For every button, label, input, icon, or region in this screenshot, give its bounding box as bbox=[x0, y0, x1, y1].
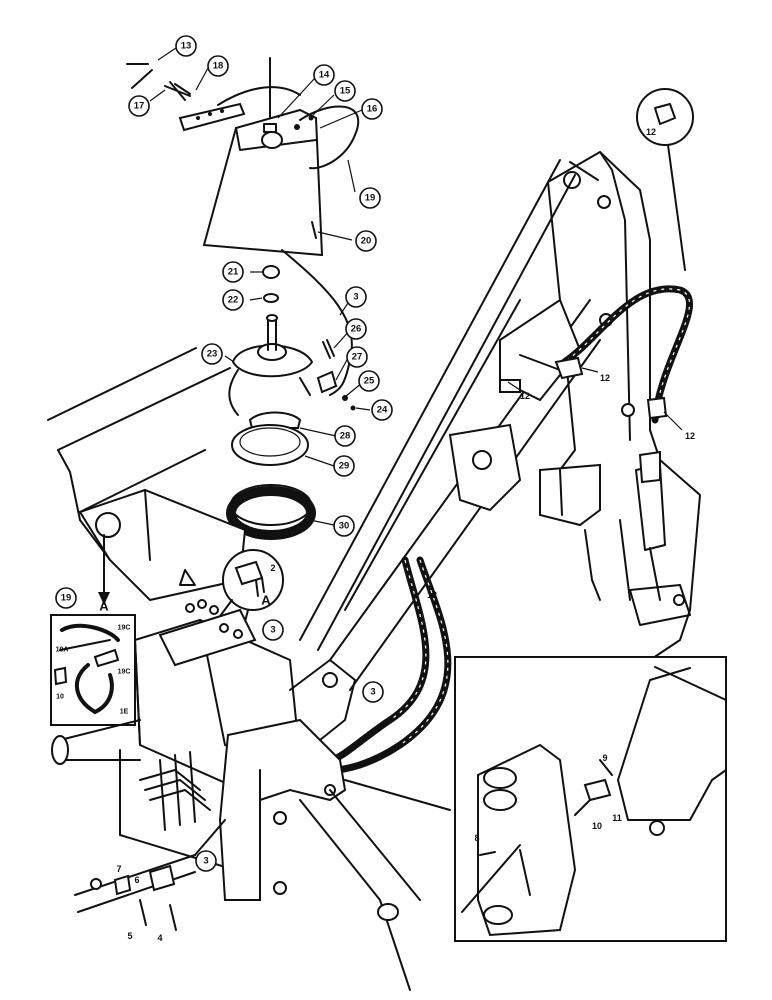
label-12-top: 12 bbox=[646, 127, 656, 137]
svg-text:3: 3 bbox=[203, 856, 208, 867]
boom-labels: 12 12 12 12 bbox=[427, 367, 695, 600]
detail-bubble-top-right: 12 bbox=[636, 88, 694, 271]
svg-text:21: 21 bbox=[228, 267, 239, 278]
callout-20: 20 bbox=[355, 230, 377, 252]
svg-text:3: 3 bbox=[370, 687, 375, 698]
label-12-a: 12 bbox=[600, 373, 610, 383]
label-9: 9 bbox=[602, 753, 607, 763]
svg-text:17: 17 bbox=[134, 101, 145, 112]
fittings-group: 7 6 5 4 bbox=[74, 819, 226, 943]
callout-3-top: 3 bbox=[345, 286, 367, 308]
callout-3-boom: 3 bbox=[362, 681, 384, 703]
inset-harness: 19C 19A 19C 10 1E bbox=[50, 614, 136, 726]
arrow-label-a-bubble: A bbox=[261, 593, 271, 608]
label-12-b: 12 bbox=[520, 391, 530, 401]
svg-text:16: 16 bbox=[367, 104, 378, 115]
callout-23: 23 bbox=[201, 343, 223, 365]
svg-text:22: 22 bbox=[228, 295, 239, 306]
svg-text:14: 14 bbox=[319, 70, 330, 81]
callout-26: 26 bbox=[345, 318, 367, 340]
callout-30: 30 bbox=[333, 515, 355, 537]
svg-text:3: 3 bbox=[270, 625, 275, 636]
svg-text:3: 3 bbox=[353, 292, 358, 303]
callout-22: 22 bbox=[222, 289, 244, 311]
callout-3-bubble: 3 bbox=[262, 619, 284, 641]
svg-text:19: 19 bbox=[61, 593, 72, 604]
callout-25: 25 bbox=[358, 370, 380, 392]
svg-text:30: 30 bbox=[339, 521, 350, 532]
label-2: 2 bbox=[270, 563, 275, 573]
svg-text:27: 27 bbox=[352, 352, 363, 363]
arrow-a-left: A bbox=[98, 534, 110, 614]
callout-24: 24 bbox=[371, 399, 393, 421]
swing-tower bbox=[51, 599, 451, 991]
callout-14: 14 bbox=[313, 64, 335, 86]
callout-15: 15 bbox=[334, 80, 356, 102]
svg-text:18: 18 bbox=[213, 61, 224, 72]
svg-text:25: 25 bbox=[364, 376, 375, 387]
svg-text:28: 28 bbox=[340, 431, 351, 442]
callout-21: 21 bbox=[222, 261, 244, 283]
svg-text:24: 24 bbox=[377, 405, 388, 416]
callout-19-inset: 19 bbox=[55, 587, 77, 609]
arrow-label-a-left: A bbox=[99, 599, 109, 614]
label-10: 10 bbox=[592, 821, 602, 831]
boom-outline bbox=[539, 151, 701, 661]
detail-bubble-a: A 2 bbox=[194, 549, 284, 661]
inset-bracket-detail: 9 10 11 8 bbox=[454, 656, 727, 942]
callout-18: 18 bbox=[207, 55, 229, 77]
svg-text:19: 19 bbox=[365, 193, 376, 204]
label-8: 8 bbox=[474, 833, 479, 843]
leader-lines bbox=[149, 47, 371, 526]
callout-19: 19 bbox=[359, 187, 381, 209]
label-1e: 1E bbox=[120, 709, 129, 716]
hose-assembly bbox=[326, 285, 693, 774]
svg-text:13: 13 bbox=[181, 41, 192, 52]
callout-17: 17 bbox=[128, 95, 150, 117]
svg-text:23: 23 bbox=[207, 349, 218, 360]
label-6: 6 bbox=[134, 875, 139, 885]
callout-29: 29 bbox=[333, 455, 355, 477]
label-12-d: 12 bbox=[427, 590, 437, 600]
label-4: 4 bbox=[157, 933, 162, 943]
label-12-c: 12 bbox=[685, 431, 695, 441]
svg-text:20: 20 bbox=[361, 236, 372, 247]
label-11: 11 bbox=[612, 813, 622, 823]
label-5: 5 bbox=[127, 931, 132, 941]
svg-text:26: 26 bbox=[351, 324, 362, 335]
label-10-inset: 10 bbox=[56, 694, 64, 701]
callout-28: 28 bbox=[334, 425, 356, 447]
callout-27: 27 bbox=[346, 346, 368, 368]
svg-text:15: 15 bbox=[340, 86, 351, 97]
label-19c-top: 19C bbox=[118, 625, 131, 632]
callout-16: 16 bbox=[361, 98, 383, 120]
svg-text:29: 29 bbox=[339, 461, 350, 472]
label-19a: 19A bbox=[56, 647, 69, 654]
tractor-body bbox=[47, 347, 247, 602]
label-7: 7 bbox=[116, 864, 121, 874]
dipper-arm bbox=[299, 159, 601, 691]
lamp-assembly bbox=[126, 57, 360, 540]
label-19c: 19C bbox=[118, 669, 131, 676]
callout-13: 13 bbox=[175, 35, 197, 57]
callout-3-valve: 3 bbox=[195, 850, 217, 872]
